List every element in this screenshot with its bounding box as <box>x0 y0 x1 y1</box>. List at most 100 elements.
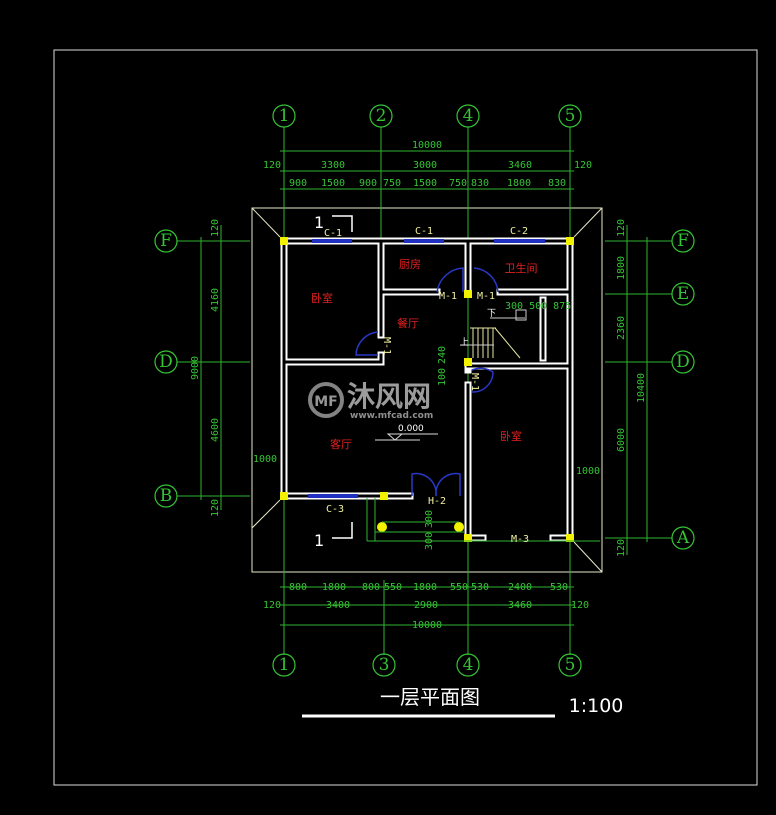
svg-text:www.mfcad.com: www.mfcad.com <box>350 411 433 421</box>
section-mark-bottom: 1 <box>314 522 353 550</box>
axis-bubble-left-F: F <box>154 229 178 253</box>
axis-bubbles: 1 2 4 5 1 3 4 5 F D B F E D A <box>154 104 695 677</box>
dim-text: 4600 <box>210 418 221 442</box>
dim-text: 1000 <box>576 466 600 477</box>
svg-text:2: 2 <box>376 106 387 126</box>
axis-bubble-top-5: 5 <box>558 104 582 128</box>
dim-text: 900 <box>359 178 377 189</box>
dim-text: 1500 <box>321 178 345 189</box>
dim-text: 530 <box>550 582 568 593</box>
room-label-living: 客厅 <box>330 437 352 451</box>
axis-bubble-right-D: D <box>671 350 695 374</box>
columns <box>280 237 574 542</box>
axis-bubble-right-E: E <box>671 282 695 306</box>
label-h2: H-2 <box>428 496 446 507</box>
dim-text: 3460 <box>508 600 532 611</box>
dim-text: 120 <box>210 499 221 517</box>
svg-text:B: B <box>160 486 173 506</box>
svg-text:1: 1 <box>279 655 290 675</box>
dim-text: 9000 <box>190 356 201 380</box>
axis-bubble-bottom-5: 5 <box>558 653 582 677</box>
drawing-title: 一层平面图 <box>380 685 480 709</box>
svg-text:5: 5 <box>565 106 576 126</box>
dim-text: 3460 <box>508 160 532 171</box>
dim-text: 300 <box>424 532 435 550</box>
label-c1: C-1 <box>324 228 342 239</box>
room-label-bathroom: 卫生间 <box>505 261 538 275</box>
room-label-bedroom-2: 卧室 <box>500 429 522 443</box>
dim-text: 1800 <box>322 582 346 593</box>
label-c3: C-3 <box>326 504 344 515</box>
svg-text:E: E <box>677 284 689 304</box>
dim-text: 10000 <box>412 140 442 151</box>
right-dimensions: 120 1800 2360 6000 120 10400 <box>616 219 647 557</box>
svg-text:5: 5 <box>565 655 576 675</box>
dim-text: 3300 <box>321 160 345 171</box>
svg-text:MF: MF <box>314 394 338 410</box>
dim-text: 1800 <box>616 256 627 280</box>
axis-bubble-top-4: 4 <box>456 104 480 128</box>
dim-text: 240 <box>437 346 448 364</box>
roof-outline <box>251 207 603 573</box>
dim-text: 3400 <box>326 600 350 611</box>
axis-bubble-top-2: 2 <box>369 104 393 128</box>
left-dimensions: 9000 120 4160 4600 120 <box>190 219 221 517</box>
room-labels: 卧室 厨房 卫生间 餐厅 客厅 卧室 <box>311 258 538 451</box>
svg-text:1: 1 <box>314 213 324 232</box>
dim-text: 100 <box>437 368 448 386</box>
dim-text: 120 <box>616 539 627 557</box>
door-h2 <box>411 472 461 497</box>
room-label-dining: 餐厅 <box>397 316 419 330</box>
dim-text: 830 <box>548 178 566 189</box>
svg-text:1: 1 <box>279 106 290 126</box>
svg-text:D: D <box>159 352 173 372</box>
dim-text: 1800 <box>507 178 531 189</box>
dim-text: 3000 <box>413 160 437 171</box>
section-mark-top: 1 <box>314 213 353 232</box>
door-m1-kitchen <box>436 267 464 293</box>
room-label-kitchen: 厨房 <box>399 258 421 271</box>
doors <box>355 267 499 497</box>
door-m1-bedroom <box>355 331 379 356</box>
watermark: MF 沐风网 www.mfcad.com <box>308 380 433 421</box>
label-m3: M-3 <box>511 534 529 545</box>
drawing-frame <box>53 49 758 786</box>
elevation-mark: 0.000 <box>375 424 438 441</box>
dim-text: 550 <box>450 582 468 593</box>
dim-text: 900 <box>289 178 307 189</box>
label-m1: M-1 <box>469 373 480 391</box>
windows <box>308 239 545 498</box>
dim-text: 2400 <box>508 582 532 593</box>
drawing-scale: 1:100 <box>569 695 624 717</box>
svg-text:1: 1 <box>314 531 324 550</box>
axis-bubble-left-D: D <box>154 350 178 374</box>
svg-text:3: 3 <box>379 655 390 675</box>
dim-text: 750 <box>383 178 401 189</box>
dim-text: 10400 <box>636 373 647 403</box>
axis-bubble-left-B: B <box>154 484 178 508</box>
dim-text: 300 <box>424 510 435 528</box>
front-step-lines <box>366 498 600 542</box>
dim-text: 4160 <box>210 288 221 312</box>
stair-down-label: 下 <box>487 309 496 319</box>
svg-text:D: D <box>676 352 690 372</box>
dim-text: 1000 <box>253 454 277 465</box>
inner-dimensions: 300 500 875 240 100 300 300 1000 1000 <box>253 301 600 550</box>
dim-text: 830 <box>471 178 489 189</box>
label-m1: M-1 <box>477 291 495 302</box>
label-m1: M-1 <box>439 291 457 302</box>
svg-text:沐风网: 沐风网 <box>347 380 431 413</box>
elevation-text: 0.000 <box>398 424 424 434</box>
svg-text:4: 4 <box>463 106 474 126</box>
dim-text: 800 <box>289 582 307 593</box>
svg-text:F: F <box>677 231 689 251</box>
dim-text: 120 <box>210 219 221 237</box>
svg-text:4: 4 <box>463 655 474 675</box>
axis-bubble-bottom-3: 3 <box>372 653 396 677</box>
dim-text: 120 <box>263 600 281 611</box>
axis-bubble-bottom-4: 4 <box>456 653 480 677</box>
dim-text: 120 <box>263 160 281 171</box>
label-c2: C-2 <box>510 226 528 237</box>
dim-text: 1800 <box>413 582 437 593</box>
